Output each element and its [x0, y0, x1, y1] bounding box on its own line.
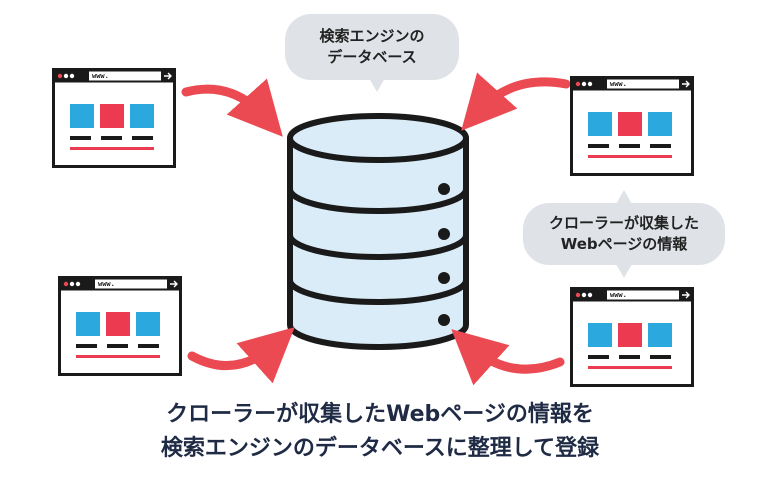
database-icon — [287, 113, 469, 350]
browser-window-top-left: www. — [52, 68, 176, 168]
bubble-crawler-info: クローラーが収集した Webページの情報 — [523, 203, 725, 265]
bubble-crawler-tail-down — [616, 264, 632, 278]
bubble-database-line2: データベース — [327, 48, 417, 66]
browser-window-top-right: www. — [570, 76, 694, 176]
bubble-database-line1: 検索エンジンの — [319, 27, 425, 45]
bubble-database-tail — [369, 78, 385, 92]
bubble-search-engine-database: 検索エンジンの データベース — [285, 14, 459, 80]
arrow-top-left — [181, 78, 283, 137]
bubble-crawler-line1: クローラーが収集した — [548, 214, 699, 232]
browser-url-text: www. — [610, 291, 627, 299]
browser-window-icon — [58, 276, 182, 376]
arrow-bottom-left — [187, 327, 295, 384]
caption: クローラーが収集したWebページの情報を 検索エンジンのデータベースに整理して登… — [0, 398, 760, 466]
browser-url-text: www. — [610, 80, 627, 88]
arrow-bottom-right — [451, 329, 565, 386]
bubble-crawler-line2: Webページの情報 — [560, 235, 688, 253]
browser-window-icon — [570, 76, 694, 176]
arrow-top-right — [461, 72, 571, 131]
database-indicator-dots — [438, 183, 450, 326]
caption-line2: 検索エンジンのデータベースに整理して登録 — [160, 436, 600, 461]
browser-window-icon — [570, 287, 694, 387]
bubble-crawler-tail-up — [616, 190, 632, 204]
caption-line1: クローラーが収集したWebページの情報を — [166, 402, 594, 427]
browser-window-bottom-right: www. — [570, 287, 694, 387]
browser-window-bottom-left: www. — [58, 276, 182, 376]
browser-url-text: www. — [92, 72, 109, 80]
browser-window-icon — [52, 68, 176, 168]
browser-url-text: www. — [98, 280, 115, 288]
